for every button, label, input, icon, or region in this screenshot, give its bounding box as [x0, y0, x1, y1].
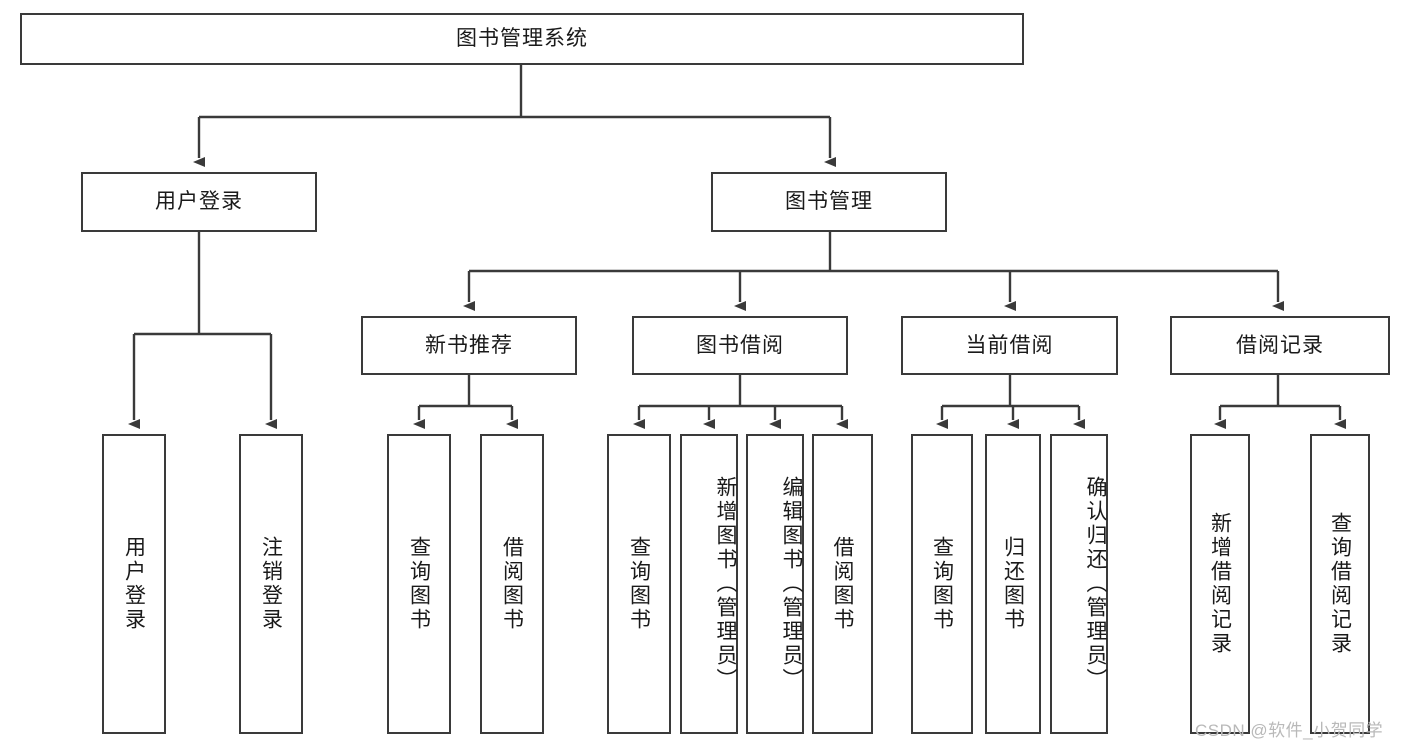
node-borrow-record[interactable]: 借阅记录 — [1170, 316, 1390, 375]
node-label: 用户登录 — [122, 536, 146, 632]
node-label: 借阅记录 — [1236, 333, 1324, 357]
node-current-borrow[interactable]: 当前借阅 — [901, 316, 1118, 375]
node-label: 图书管理系统 — [456, 27, 588, 51]
node-label: 新增借阅记录 — [1208, 512, 1232, 656]
node-leaf-add-book-admin[interactable]: 新增图书（管理员） — [680, 434, 738, 734]
node-leaf-logout-login[interactable]: 注销登录 — [239, 434, 303, 734]
node-book-borrow[interactable]: 图书借阅 — [632, 316, 848, 375]
node-label: 编辑图书（管理员） — [780, 476, 803, 692]
node-label: 查询借阅记录 — [1328, 512, 1352, 656]
node-leaf-query-book-1[interactable]: 查询图书 — [387, 434, 451, 734]
node-label: 新增图书（管理员） — [714, 476, 737, 692]
node-label: 注销登录 — [259, 536, 283, 632]
node-user-login[interactable]: 用户登录 — [81, 172, 317, 232]
node-label: 查询图书 — [627, 536, 651, 632]
node-leaf-query-book-2[interactable]: 查询图书 — [607, 434, 671, 734]
node-leaf-user-login[interactable]: 用户登录 — [102, 434, 166, 734]
node-leaf-borrow-book-2[interactable]: 借阅图书 — [812, 434, 873, 734]
csdn-watermark: CSDN @软件_小贺同学 — [1195, 721, 1384, 740]
node-new-book-recommend[interactable]: 新书推荐 — [361, 316, 577, 375]
node-label: 借阅图书 — [500, 536, 524, 632]
node-label: 图书管理 — [785, 190, 873, 214]
node-leaf-add-borrow-record[interactable]: 新增借阅记录 — [1190, 434, 1250, 734]
node-label: 归还图书 — [1001, 536, 1025, 632]
node-label: 借阅图书 — [831, 536, 854, 632]
node-leaf-confirm-return-admin[interactable]: 确认归还（管理员） — [1050, 434, 1108, 734]
node-label: 图书借阅 — [696, 333, 784, 357]
node-label: 用户登录 — [155, 190, 243, 214]
node-book-management-system[interactable]: 图书管理系统 — [20, 13, 1024, 65]
node-leaf-query-book-3[interactable]: 查询图书 — [911, 434, 973, 734]
node-label: 确认归还（管理员） — [1084, 476, 1107, 692]
node-leaf-borrow-book-1[interactable]: 借阅图书 — [480, 434, 544, 734]
node-label: 当前借阅 — [965, 333, 1054, 357]
node-label: 新书推荐 — [425, 333, 513, 357]
node-label: 查询图书 — [407, 536, 431, 632]
node-label: 查询图书 — [930, 536, 954, 632]
node-leaf-return-book[interactable]: 归还图书 — [985, 434, 1041, 734]
node-leaf-edit-book-admin[interactable]: 编辑图书（管理员） — [746, 434, 804, 734]
node-leaf-query-borrow-record[interactable]: 查询借阅记录 — [1310, 434, 1370, 734]
node-book-management[interactable]: 图书管理 — [711, 172, 947, 232]
